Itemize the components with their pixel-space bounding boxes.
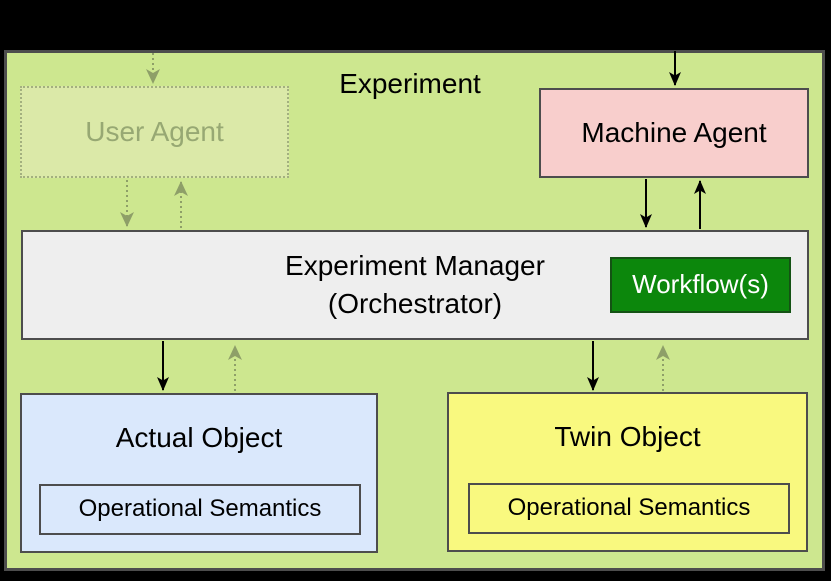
twin-object-box: Twin Object Operational Semantics: [447, 392, 808, 552]
actual-object-box: Actual Object Operational Semantics: [20, 393, 378, 553]
machine-agent-label: Machine Agent: [581, 117, 767, 149]
workflow-box: Workflow(s): [610, 257, 791, 313]
twin-object-label: Twin Object: [554, 421, 701, 453]
user-agent-box: User Agent: [20, 86, 289, 178]
experiment-manager-label-line2: (Orchestrator): [327, 288, 503, 319]
actual-object-label: Actual Object: [115, 422, 283, 454]
experiment-title: Experiment: [339, 68, 481, 99]
twin-operational-semantics-label: Operational Semantics: [507, 494, 751, 522]
experiment-manager-label-line1: Experiment Manager: [285, 250, 545, 281]
twin-operational-semantics-box: Operational Semantics: [468, 483, 790, 534]
machine-agent-box: Machine Agent: [539, 88, 809, 178]
experiment-manager-box: Experiment Manager (Orchestrator): [21, 230, 809, 340]
actual-operational-semantics-box: Operational Semantics: [39, 484, 361, 535]
workflow-label: Workflow(s): [632, 269, 769, 300]
actual-operational-semantics-label: Operational Semantics: [78, 495, 322, 523]
user-agent-label: User Agent: [85, 116, 224, 148]
